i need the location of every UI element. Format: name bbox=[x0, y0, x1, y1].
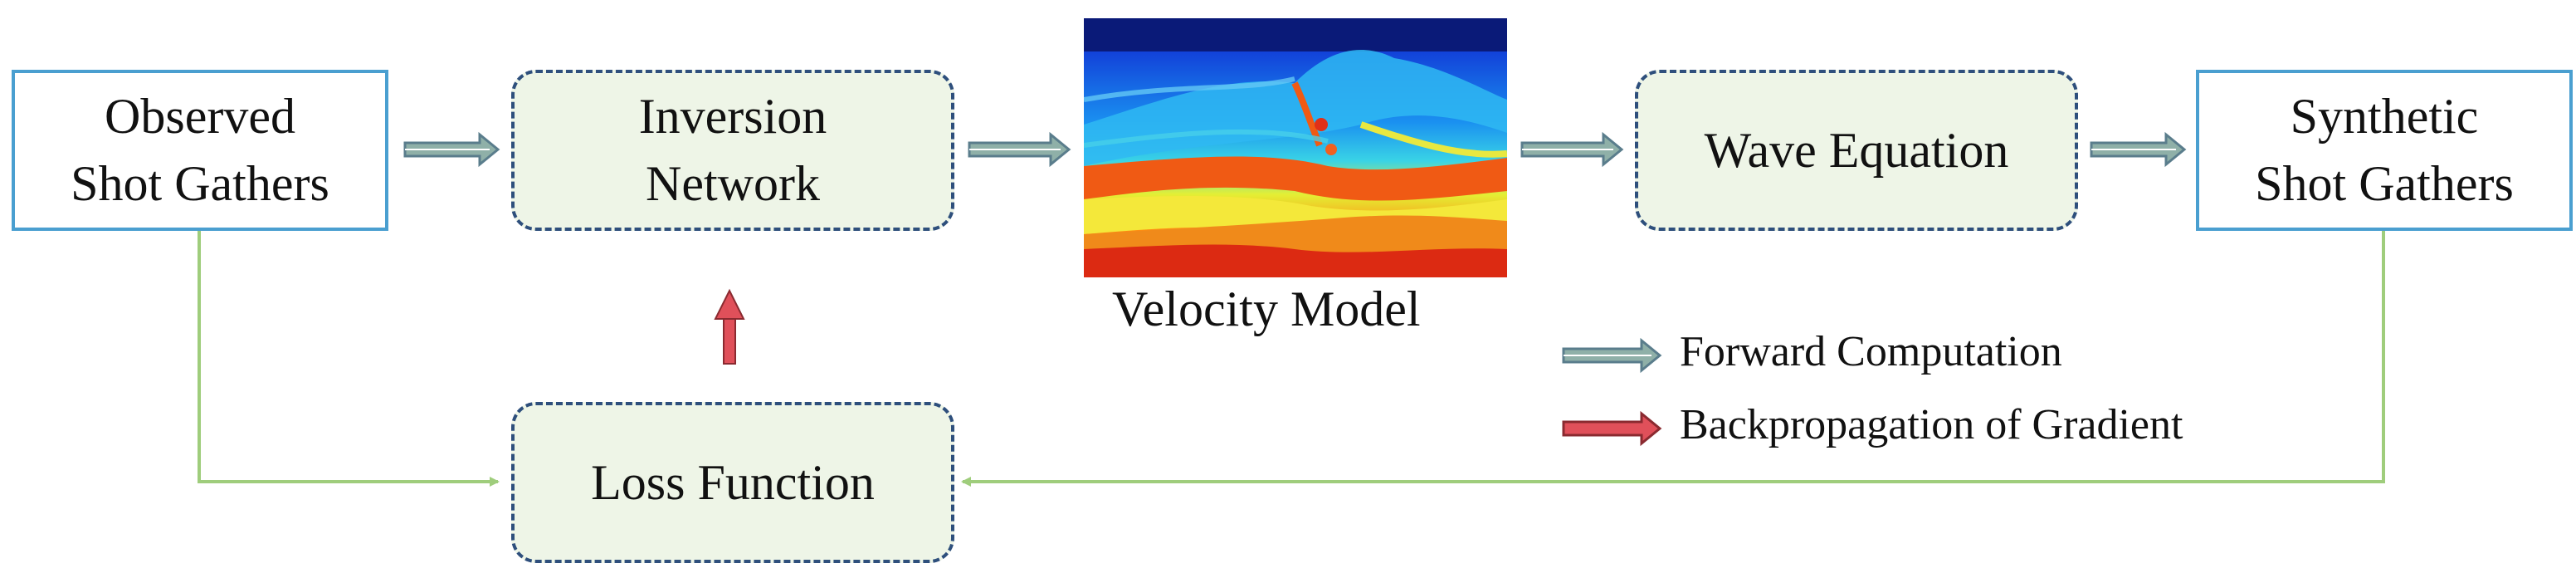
loss-function-box: Loss Function bbox=[511, 402, 954, 563]
velocity-model-image bbox=[1084, 18, 1507, 277]
legend-backprop-arrow bbox=[1562, 410, 1662, 447]
velocity-model-caption: Velocity Model bbox=[1112, 282, 1421, 336]
legend-forward-arrow bbox=[1562, 337, 1662, 374]
wave-equation-box: Wave Equation bbox=[1635, 70, 2078, 231]
inversion-network-box: Inversion Network bbox=[511, 70, 954, 231]
legend-forward-label: Forward Computation bbox=[1680, 328, 2062, 375]
backprop-arrow bbox=[714, 288, 745, 365]
legend-backprop-label: Backpropagation of Gradient bbox=[1680, 401, 2183, 448]
forward-arrows bbox=[403, 131, 2187, 168]
synthetic-to-loss-path bbox=[961, 231, 2385, 487]
observed-to-loss-path bbox=[198, 231, 500, 487]
observed-shot-gathers-box: Observed Shot Gathers bbox=[12, 70, 388, 231]
synthetic-shot-gathers-box: Synthetic Shot Gathers bbox=[2196, 70, 2573, 231]
